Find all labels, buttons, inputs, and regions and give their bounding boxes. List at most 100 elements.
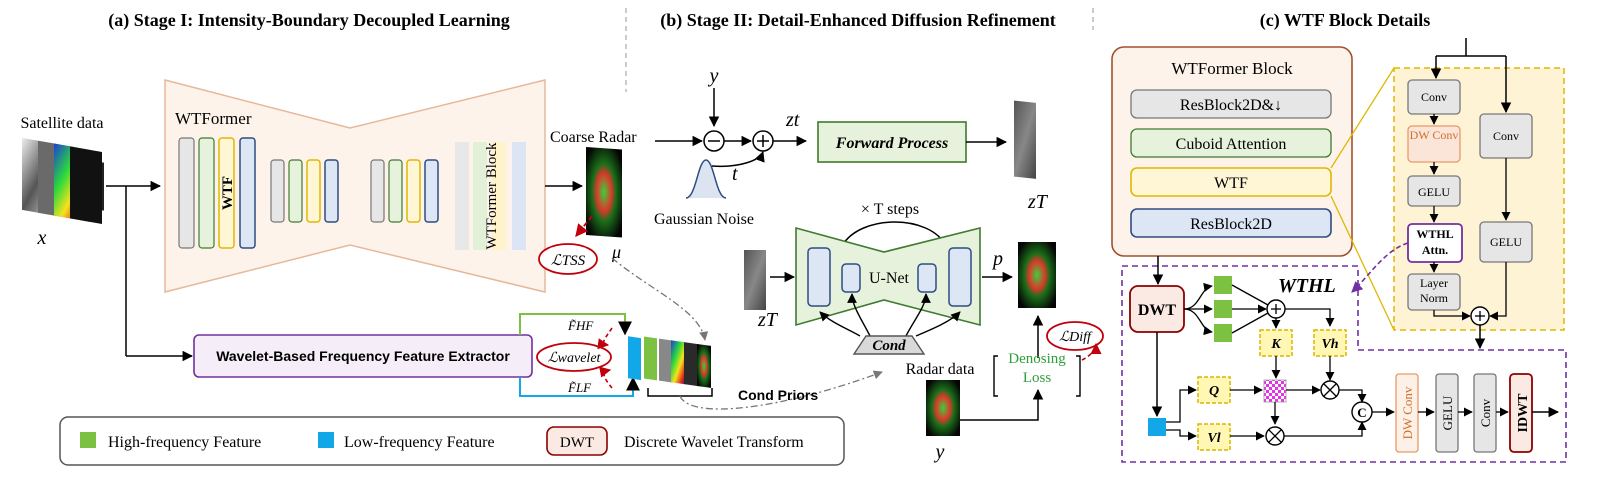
coarse-radar-image (586, 146, 622, 238)
dwconv-v-box (1395, 373, 1419, 453)
block-item-3-label: WTF (1214, 175, 1248, 192)
dwt-to-hf1 (1183, 282, 1213, 310)
layernorm-label: Layer Norm (1420, 276, 1448, 305)
radar-data-label: Radar data (906, 361, 975, 378)
mu-symbol: μ (611, 242, 621, 262)
cond-arrow-3 (905, 293, 931, 337)
gelu-v-box (1435, 373, 1459, 453)
block-item-wtf (1130, 167, 1332, 197)
vh-label: Vh (1321, 337, 1338, 352)
legend-dwt-box (546, 426, 608, 456)
cond-arrow-2 (847, 293, 871, 337)
block-item-1-label: ResBlock2D&↓ (1180, 97, 1282, 114)
legend-hf-swatch (80, 432, 96, 448)
p-symbol: p (991, 248, 1003, 270)
unet-dec-block-1 (917, 263, 937, 293)
conv-v-box (1473, 373, 1497, 453)
gaussian-noise-label: Gaussian Noise (654, 211, 754, 228)
cond-prior-bracket (647, 388, 713, 397)
dwt-label: DWT (1138, 302, 1177, 319)
wthl-attn-label: WTHL Attn. (1416, 227, 1454, 257)
x-symbol: x (37, 227, 47, 249)
idwt-label: IDWT (1516, 393, 1531, 433)
gelu2-to-add-arrow (1489, 262, 1507, 321)
satellite-image-stack (22, 137, 104, 224)
zoom-line-top (1330, 67, 1395, 169)
layernorm-fo: Layer Norm (1420, 276, 1448, 305)
mu-to-cond-arrow (611, 257, 709, 341)
f-hf-label: F̃HF (567, 318, 594, 333)
dwconv-label: DW Conv (1409, 128, 1459, 142)
steps-label: × T steps (861, 201, 919, 218)
unet-label: U-Net (869, 270, 910, 287)
gelu1-label: GELU (1418, 185, 1450, 199)
attention-map (1263, 379, 1287, 403)
radar-to-loss-arrow (960, 388, 1044, 421)
wtformer-block-vertical-label: WTFormer Block (484, 142, 500, 250)
zoom-line-bottom (1330, 195, 1395, 331)
legend-lf-label: Low-frequency Feature (344, 434, 495, 451)
gelu-v-label: GELU (1440, 395, 1455, 430)
legend-dwt-text: DWT (560, 435, 594, 451)
stage1-title: (a) Stage I: Intensity-Boundary Decouple… (108, 10, 510, 31)
wthl-attn-fo: WTHL Attn. (1416, 227, 1454, 257)
unet-dec-block-2 (948, 247, 972, 307)
satellite-label: Satellite data (20, 115, 103, 132)
mul-l-to-concat (1284, 421, 1367, 437)
dwt-to-hf3 (1183, 308, 1213, 336)
radar-data-image (926, 380, 960, 436)
gaussian-curve (685, 159, 727, 199)
wtformer-label: WTFormer (175, 109, 252, 128)
forward-process-label: Forward Process (835, 135, 948, 152)
coarse-radar-label: Coarse Radar (550, 129, 637, 146)
vl-label: Vl (1207, 431, 1220, 446)
loss-wavelet-ellipse (536, 342, 612, 372)
dwconv-fo: DW Conv (1409, 128, 1459, 142)
diff-loss-arrow (1081, 342, 1102, 361)
cond-arrow-1 (819, 311, 861, 337)
q-box (1197, 376, 1231, 404)
conv-v-label: Conv (1478, 398, 1493, 427)
vh-box (1313, 329, 1347, 357)
block-item-resblock-down (1130, 89, 1332, 119)
refined-radar-image (1018, 242, 1056, 308)
sum-to-vh-arrow (1285, 308, 1335, 327)
cond-prior-stack (628, 336, 711, 388)
legend-box (59, 416, 845, 466)
encoder-blocks (178, 137, 526, 250)
loss-bracket-left (993, 355, 998, 397)
loss-wavelet: ℒwavelet (548, 351, 602, 366)
legend-lf-swatch (318, 432, 334, 448)
t-symbol: t (732, 163, 738, 185)
tss-arrow (575, 215, 593, 237)
wthl-zoom-arrow (1351, 242, 1409, 293)
y-top-symbol: y (708, 65, 719, 87)
conv2-label: Conv (1493, 129, 1519, 143)
cond-priors-label: Cond Priors (738, 387, 818, 403)
block-item-resblock (1130, 208, 1332, 238)
zT-noise-image (1014, 100, 1036, 179)
legend-hf-label: High-frequency Feature (108, 434, 261, 451)
layernorm-to-add-arrow (1433, 310, 1471, 321)
cond-label: Cond (872, 338, 906, 354)
stage2-title: (b) Stage II: Detail-Enhanced Diffusion … (660, 10, 1056, 31)
forward-process-box (817, 121, 967, 163)
denoising-loss-label: Denosing Loss (1008, 351, 1066, 386)
hf3-to-sum (1231, 312, 1269, 334)
lf-to-vl-arrow (1166, 429, 1197, 441)
unet-enc-block-1 (807, 247, 831, 307)
hf1-to-sum (1231, 284, 1269, 306)
denoising-loss-fo: Denosing Loss (1008, 351, 1066, 386)
steps-loop-arrow (841, 221, 947, 247)
k-label: K (1270, 337, 1282, 352)
conv1-label: Conv (1421, 90, 1447, 104)
stage3-title: (c) WTF Block Details (1260, 10, 1430, 31)
wthl-title: WTHL (1278, 275, 1336, 297)
loss-diff: ℒDiff (1059, 330, 1093, 345)
wavelet-arrow-hf (597, 327, 613, 350)
cond-arrow-4 (915, 311, 961, 337)
gelu2-label: GELU (1490, 235, 1522, 249)
hf-feature-3 (1214, 324, 1232, 342)
